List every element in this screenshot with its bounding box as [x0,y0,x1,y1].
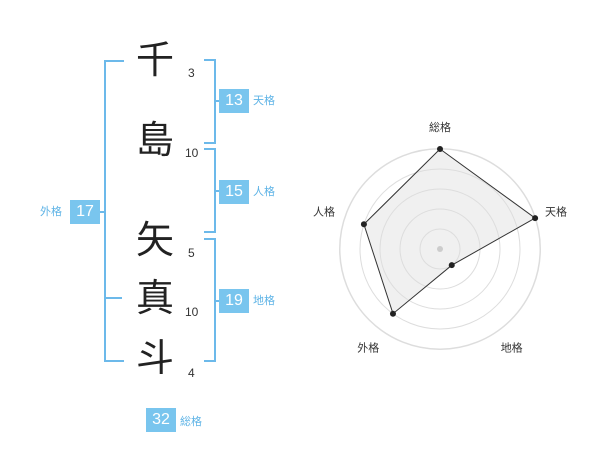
soukaku-label: 総格 [180,415,202,428]
radar-axis-label-5: 人格 [313,204,335,218]
radar-point-2 [532,215,539,222]
jinkaku-bracket-connector [214,190,220,192]
gaikaku-label: 外格 [40,205,62,218]
chikaku-value: 19 [219,289,249,313]
gaikaku-bracket [104,60,124,362]
radar-grid-ring-1 [419,228,461,270]
jinkaku-label: 人格 [253,185,275,198]
radar-axis-label-2: 天格 [545,204,567,218]
radar-point-5 [360,221,367,228]
radar-axis-label-4: 外格 [357,341,379,355]
soukaku-value: 32 [146,408,176,432]
tenkaku-label: 天格 [253,94,275,107]
gaikaku-bracket-tick [104,297,122,299]
name-char-4: 真 [136,276,175,320]
stroke-count-1: 3 [188,66,195,80]
stroke-count-2: 10 [185,146,199,160]
jinkaku-value: 15 [219,180,249,204]
stroke-count-5: 4 [188,366,195,380]
chikaku-bracket-connector [214,300,220,302]
stroke-count-3: 5 [188,246,195,260]
name-char-3: 矢 [136,218,175,262]
radar-data-outline [363,148,537,315]
radar-grid-ring-4 [359,168,521,330]
radar-point-1 [437,146,443,152]
radar-grid-ring-3 [379,188,501,310]
chikaku-label: 地格 [253,294,275,307]
radar-point-4 [389,310,396,317]
radar-center-dot [437,246,443,252]
name-char-1: 千 [136,38,175,82]
radar-axis-label-1: 総格 [429,120,451,134]
tenkaku-value: 13 [219,89,249,113]
name-char-5: 斗 [136,336,175,380]
radar-axis-label-3: 地格 [501,341,523,355]
stroke-count-4: 10 [185,305,199,319]
gaikaku-bracket-connector [96,211,104,213]
gaikaku-value: 17 [70,200,100,224]
radar-point-3 [448,262,455,269]
name-char-2: 島 [136,118,175,162]
tenkaku-bracket-connector [214,100,220,102]
